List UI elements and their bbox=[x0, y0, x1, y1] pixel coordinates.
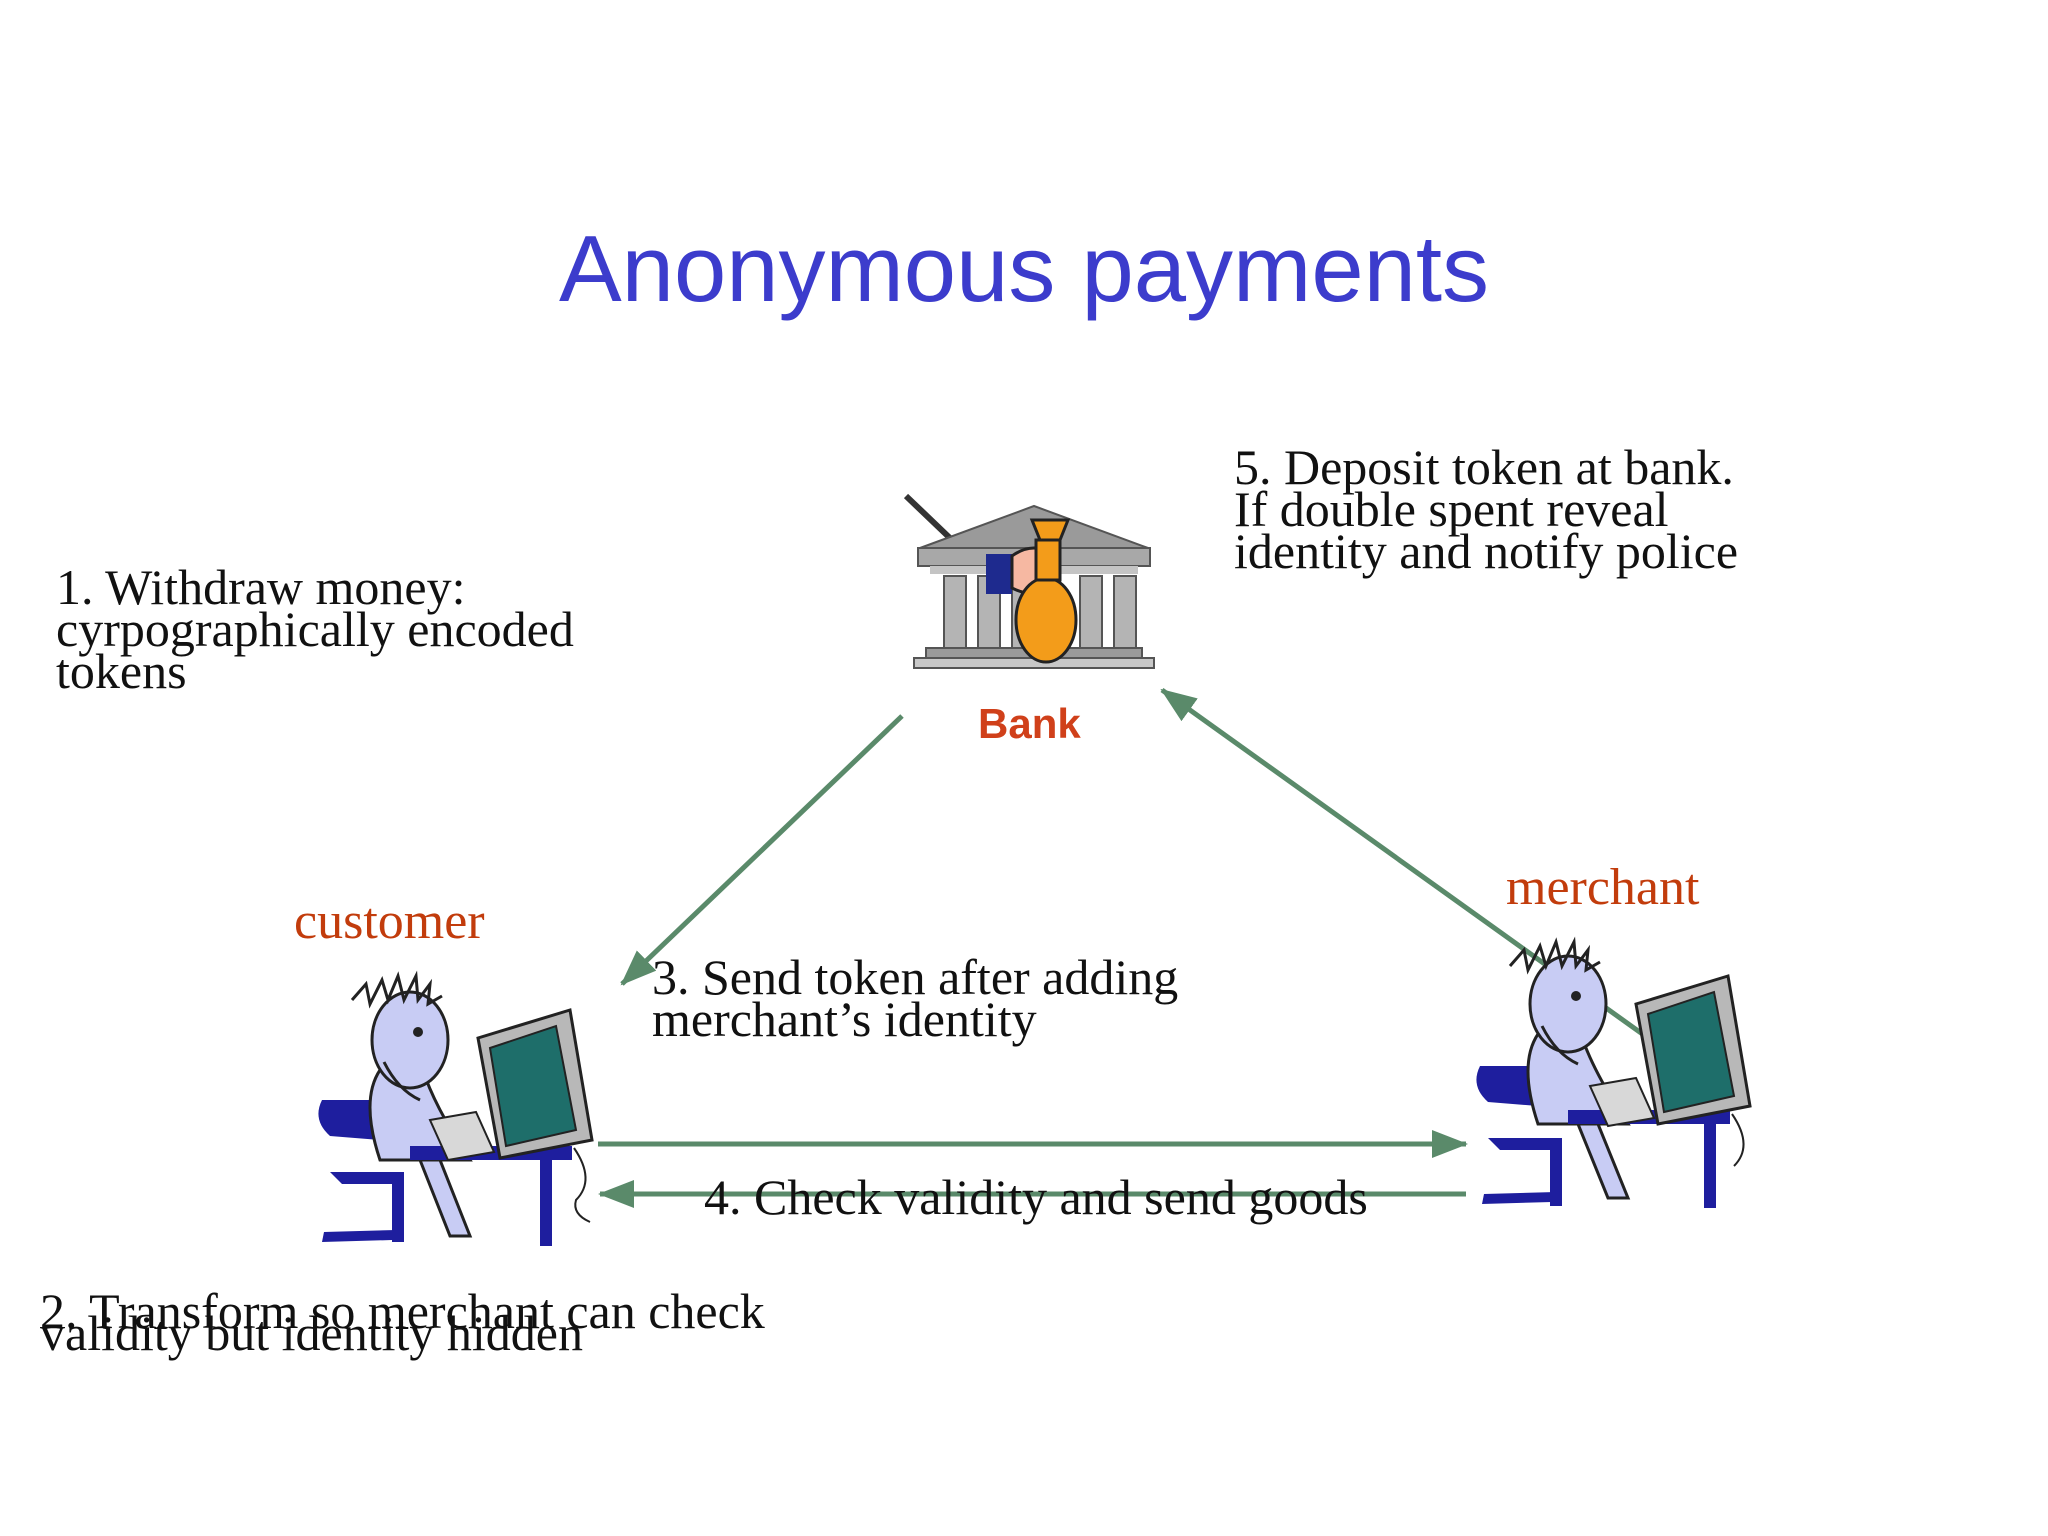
step-3-note: 3. Send token after adding merchant’s id… bbox=[652, 949, 1179, 1047]
step-1-line: tokens bbox=[56, 643, 187, 699]
step-5-line: identity and notify police bbox=[1234, 523, 1739, 579]
merchant-computer-icon bbox=[1568, 974, 1752, 1208]
step-1-line: 1. Withdraw money: bbox=[56, 559, 466, 615]
step-4-note: 4. Check validity and send goods bbox=[704, 1169, 1368, 1225]
merchant-label: merchant bbox=[1506, 859, 1700, 916]
step-5-note: 5. Deposit token at bank. If double spen… bbox=[1234, 439, 1739, 579]
arrow-bank-to-customer bbox=[620, 714, 904, 986]
step-5-line: 5. Deposit token at bank. bbox=[1234, 439, 1734, 495]
merchant-figure bbox=[1476, 936, 1631, 1206]
customer-label: customer bbox=[294, 893, 485, 950]
step-1-note: 1. Withdraw money: cyrpographically enco… bbox=[56, 559, 574, 699]
step-3-line: merchant’s identity bbox=[652, 991, 1037, 1047]
customer-figure bbox=[318, 970, 473, 1242]
step-1-line: cyrpographically encoded bbox=[56, 601, 574, 657]
step-4-line: 4. Check validity and send goods bbox=[704, 1169, 1368, 1225]
customer-computer-icon bbox=[410, 1008, 594, 1246]
bank-label: Bank bbox=[978, 700, 1081, 747]
page-title: Anonymous payments bbox=[558, 216, 1490, 321]
step-3-line: 3. Send token after adding bbox=[652, 949, 1179, 1005]
money-bag-icon bbox=[986, 518, 1078, 664]
step-2-note: 2. Transform so merchant can check valid… bbox=[40, 1283, 765, 1361]
step-2-line: 2. Transform so merchant can check bbox=[40, 1283, 765, 1339]
step-2-line: validity but identity hidden bbox=[40, 1305, 583, 1361]
step-5-line: If double spent reveal bbox=[1234, 481, 1669, 537]
